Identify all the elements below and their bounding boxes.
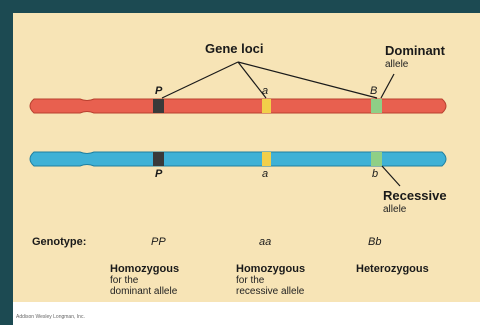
pointer-line-b — [238, 62, 377, 98]
desc-aa-line1: for the — [236, 275, 264, 286]
recessive-pointer — [382, 166, 400, 186]
top-chromosome-body — [30, 99, 446, 113]
top-band-b — [371, 99, 382, 113]
desc-aa-title: Homozygous — [236, 263, 305, 275]
bottom-band-b — [371, 152, 382, 166]
bottom-chromosome-body — [30, 152, 446, 166]
bottom-locus-p: P — [155, 168, 162, 180]
bottom-chromosome — [30, 152, 446, 166]
gene-loci-label: Gene loci — [205, 41, 264, 56]
bottom-band-a — [262, 152, 271, 166]
top-locus-a: a — [262, 85, 268, 97]
dominant-pointer — [381, 74, 394, 98]
top-band-p — [153, 99, 164, 113]
desc-aa-line2: recessive allele — [236, 286, 304, 297]
genotype-label: Genotype: — [32, 236, 86, 248]
desc-pp-line2: dominant allele — [110, 286, 177, 297]
dominant-sub-label: allele — [385, 59, 408, 70]
genotype-code-bb: Bb — [368, 236, 381, 248]
bottom-band-p — [153, 152, 164, 166]
top-band-a — [262, 99, 271, 113]
pointer-line-p — [162, 62, 238, 98]
desc-pp-title: Homozygous — [110, 263, 179, 275]
dominant-label: Dominant — [385, 44, 445, 58]
genotype-code-pp: PP — [151, 236, 166, 248]
recessive-sub-label: allele — [383, 204, 406, 215]
top-locus-p: P — [155, 85, 162, 97]
top-chromosome — [30, 99, 446, 113]
bottom-locus-a: a — [262, 168, 268, 180]
bottom-locus-b: b — [372, 168, 378, 180]
genotype-code-aa: aa — [259, 236, 271, 248]
top-locus-b: B — [370, 85, 377, 97]
desc-bb-title: Heterozygous — [356, 263, 429, 275]
desc-pp-line1: for the — [110, 275, 138, 286]
recessive-label: Recessive — [383, 189, 447, 203]
credit-text: Addison Wesley Longman, Inc. — [16, 314, 85, 320]
